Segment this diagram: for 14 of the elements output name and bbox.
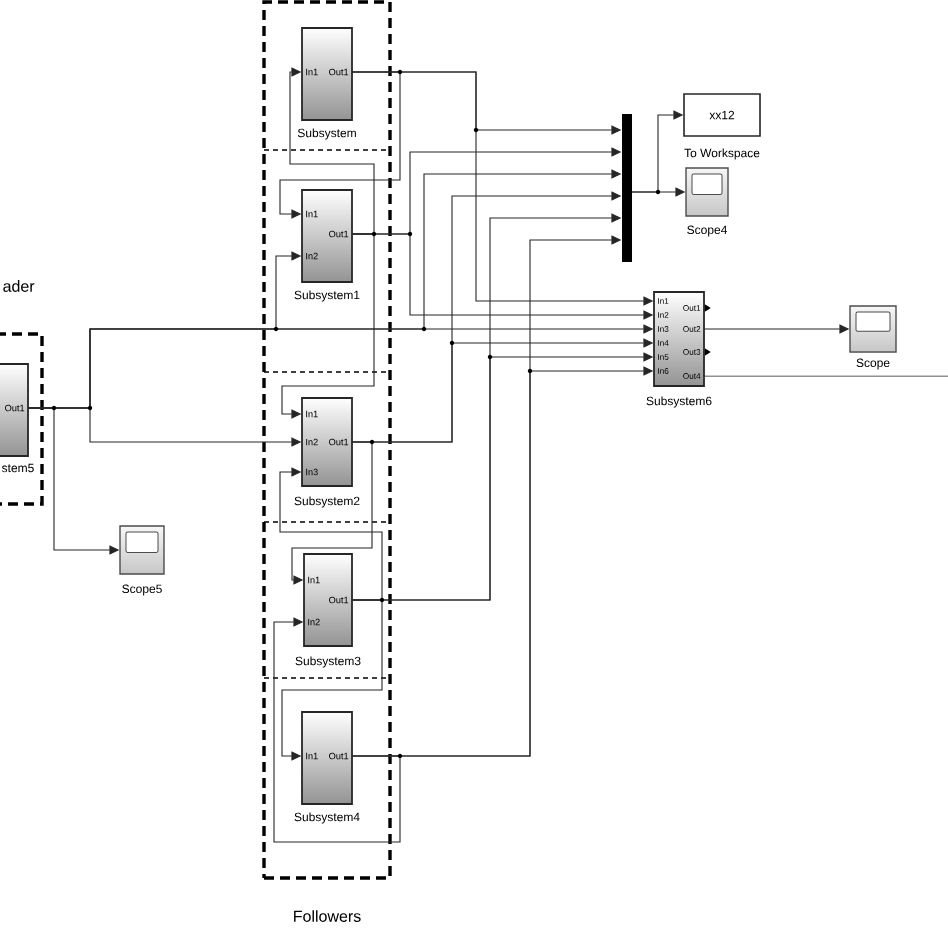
arrow (281, 233, 375, 419)
group-label: Followers (294, 910, 361, 922)
line (703, 375, 948, 377)
mux-bar (622, 114, 632, 262)
scope-block (849, 305, 897, 353)
scope-block (119, 525, 165, 575)
arrow (273, 617, 401, 843)
group-label: ader (3, 280, 35, 292)
arrow (291, 441, 373, 585)
scope-block (685, 167, 729, 217)
arrow (289, 67, 375, 235)
arrow (279, 71, 401, 219)
arrow (279, 467, 383, 601)
arrow (281, 599, 383, 761)
